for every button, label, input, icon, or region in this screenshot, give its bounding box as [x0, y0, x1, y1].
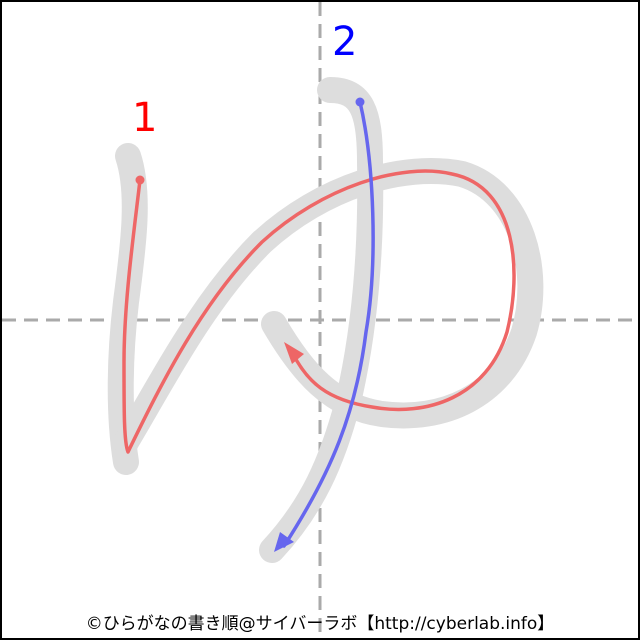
stroke-1-arrowhead — [284, 342, 304, 364]
stroke-number-1: 1 — [132, 95, 158, 141]
stroke-2-arrowhead — [274, 532, 294, 552]
stroke-1-path — [122, 169, 516, 454]
stroke-2-start-dot — [355, 97, 365, 107]
stroke-2 — [282, 100, 375, 548]
stroke-1-start-dot — [135, 175, 145, 185]
stroke-1 — [122, 169, 516, 454]
stroke-2-path — [282, 100, 375, 548]
stroke-number-2: 2 — [332, 19, 358, 65]
copyright-text: ©ひらがなの書き順@サイバーラボ【http://cyberlab.info】 — [85, 614, 555, 634]
